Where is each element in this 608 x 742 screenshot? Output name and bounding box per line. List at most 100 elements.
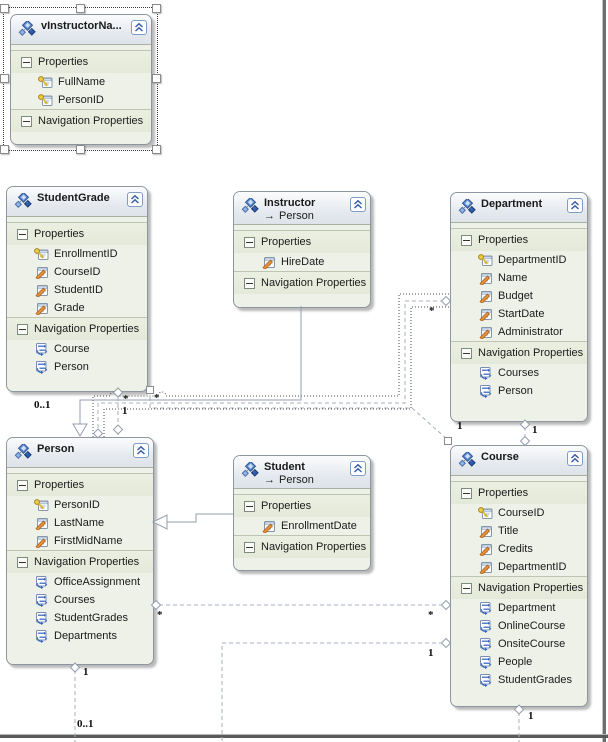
selection-handle[interactable] [152, 74, 161, 83]
property-row[interactable]: FirstMidName [7, 532, 153, 550]
multiplicity-label: * [429, 305, 435, 317]
key-property-row[interactable]: FullName [11, 73, 151, 91]
section-collapse-icon[interactable] [461, 234, 472, 246]
scalar-property-icon [34, 283, 49, 297]
navigation-property-row[interactable]: StudentGrades [7, 609, 153, 627]
section-collapse-icon[interactable] [17, 323, 28, 335]
section-collapse-icon[interactable] [21, 115, 32, 127]
property-row[interactable]: Name [451, 269, 587, 287]
collapse-entity-button[interactable] [350, 461, 366, 476]
property-label: Budget [498, 290, 533, 302]
navigation-property-row[interactable]: Course [7, 340, 147, 358]
entity-type-icon [458, 197, 476, 219]
multiplicity-label: * [123, 393, 129, 405]
entity-title: Student [264, 461, 305, 473]
property-row[interactable]: Budget [451, 287, 587, 305]
navigation-property-row[interactable]: Department [451, 599, 587, 617]
collapse-entity-button[interactable] [133, 443, 149, 458]
selection-handle[interactable] [152, 145, 161, 154]
section-label: Properties [38, 56, 89, 68]
selection-handle[interactable] [0, 145, 9, 154]
property-row[interactable]: DepartmentID [451, 558, 587, 576]
property-row[interactable]: Grade [7, 299, 147, 317]
property-row[interactable]: Administrator [451, 323, 587, 341]
association-studentgrade-course[interactable] [146, 386, 452, 445]
collapse-entity-button[interactable] [127, 192, 143, 207]
section-collapse-icon[interactable] [17, 556, 28, 568]
key-property-row[interactable]: EnrollmentID [7, 245, 147, 263]
section-collapse-icon[interactable] [244, 277, 255, 289]
connector-endpoint-handle[interactable] [444, 437, 452, 445]
navigation-property-row[interactable]: Courses [451, 364, 587, 382]
property-row[interactable]: CourseID [7, 263, 147, 281]
property-row[interactable]: Credits [451, 540, 587, 558]
navigation-property-row[interactable]: Person [451, 382, 587, 400]
property-row[interactable]: StudentID [7, 281, 147, 299]
section-collapse-icon[interactable] [244, 541, 255, 553]
collapse-entity-button[interactable] [567, 451, 583, 466]
property-row[interactable]: StartDate [451, 305, 587, 323]
connector-endpoint-handle[interactable] [146, 386, 154, 394]
property-label: EnrollmentDate [281, 520, 357, 532]
key-property-row[interactable]: PersonID [11, 91, 151, 109]
collapse-entity-button[interactable] [567, 198, 583, 213]
navigation-property-row[interactable]: OnsiteCourse [451, 635, 587, 653]
navigation-property-row[interactable]: Departments [7, 627, 153, 645]
property-label: PersonID [54, 499, 100, 511]
selection-handle[interactable] [76, 4, 85, 13]
section-collapse-icon[interactable] [461, 582, 472, 594]
navigation-property-row[interactable]: OnlineCourse [451, 617, 587, 635]
section-collapse-icon[interactable] [21, 56, 32, 68]
property-row[interactable]: LastName [7, 514, 153, 532]
scalar-property-icon [34, 265, 49, 279]
association-person-course[interactable] [150, 599, 452, 611]
collapse-entity-button[interactable] [350, 197, 366, 212]
section-label: Navigation Properties [478, 347, 584, 359]
property-label: StudentID [54, 284, 103, 296]
section-collapse-icon[interactable] [461, 487, 472, 499]
navigation-property-row[interactable]: Courses [7, 591, 153, 609]
navigation-property-icon [34, 629, 49, 643]
scalar-property-icon [478, 325, 493, 339]
property-row[interactable]: Title [451, 522, 587, 540]
navigation-property-row[interactable]: OfficeAssignment [7, 573, 153, 591]
property-row[interactable]: HireDate [234, 253, 370, 271]
key-property-row[interactable]: PersonID [7, 496, 153, 514]
section-collapse-icon[interactable] [244, 500, 255, 512]
selection-handle[interactable] [152, 4, 161, 13]
property-row[interactable]: EnrollmentDate [234, 517, 370, 535]
key-property-row[interactable]: DepartmentID [451, 251, 587, 269]
navigation-property-icon [478, 601, 493, 615]
key-property-icon [34, 498, 49, 512]
section-collapse-icon[interactable] [461, 347, 472, 359]
navigation-property-row[interactable]: StudentGrades [451, 671, 587, 689]
section-collapse-icon[interactable] [17, 228, 28, 240]
navigation-property-row[interactable]: Person [7, 358, 147, 376]
section-collapse-icon[interactable] [244, 236, 255, 248]
navigation-property-row[interactable]: People [451, 653, 587, 671]
section-label: Properties [261, 500, 312, 512]
selection-handle[interactable] [76, 145, 85, 154]
collapse-entity-button[interactable] [131, 20, 147, 35]
selection-handle[interactable] [0, 4, 9, 13]
property-label: People [498, 656, 533, 668]
inheritance-student-person[interactable] [151, 513, 233, 530]
association-person-offscreen-bottom[interactable] [69, 662, 81, 742]
key-property-row[interactable]: CourseID [451, 504, 587, 522]
selection-handle[interactable] [0, 74, 9, 83]
property-label: LastName [54, 517, 105, 529]
property-label: Grade [54, 302, 85, 314]
association-course-offscreen-left[interactable] [221, 637, 452, 742]
section-collapse-icon[interactable] [17, 479, 28, 491]
association-department-course[interactable] [519, 419, 531, 447]
section-label: Properties [34, 228, 85, 240]
entity-type-icon [14, 442, 32, 464]
